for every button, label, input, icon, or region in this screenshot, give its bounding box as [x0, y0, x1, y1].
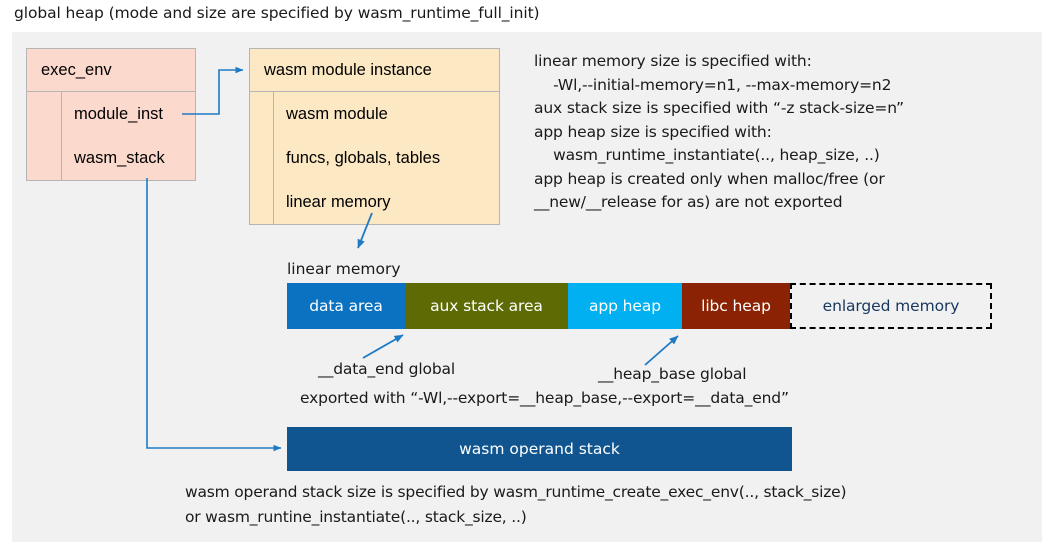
linear-memory-note: linear memory size is specified with: -W… [534, 52, 904, 211]
segment-aux-stack-area: aux stack area [405, 283, 568, 329]
module-instance-gutter-3 [249, 180, 274, 225]
annotation-data-end: __data_end global [318, 360, 456, 378]
annotation-heap-base: __heap_base global [598, 365, 747, 383]
exec-env-gutter-2 [26, 136, 62, 181]
page-title: global heap (mode and size are specified… [14, 4, 540, 22]
linear-memory-label: linear memory [287, 260, 401, 278]
exec-env-row-wasm-stack: wasm_stack [61, 136, 196, 181]
segment-app-heap: app heap [568, 283, 682, 329]
segment-enlarged-memory: enlarged memory [790, 283, 992, 329]
segment-data-area: data area [287, 283, 405, 329]
wasm-operand-stack-bar: wasm operand stack [287, 427, 792, 471]
exec-env-row-module-inst: module_inst [61, 92, 196, 137]
module-instance-gutter-1 [249, 92, 274, 137]
module-instance-row-linear-memory: linear memory [273, 180, 500, 225]
module-instance-row-funcs: funcs, globals, tables [273, 136, 500, 181]
module-instance-title: wasm module instance [249, 48, 500, 92]
module-instance-gutter-2 [249, 136, 274, 181]
exec-env-gutter-1 [26, 92, 62, 137]
annotation-export-line: exported with “-Wl,--export=__heap_base,… [300, 389, 789, 407]
exec-env-title: exec_env [26, 48, 196, 92]
module-instance-row-wasm-module: wasm module [273, 92, 500, 137]
operand-stack-note: wasm operand stack size is specified by … [185, 483, 847, 526]
segment-libc-heap: libc heap [682, 283, 790, 329]
